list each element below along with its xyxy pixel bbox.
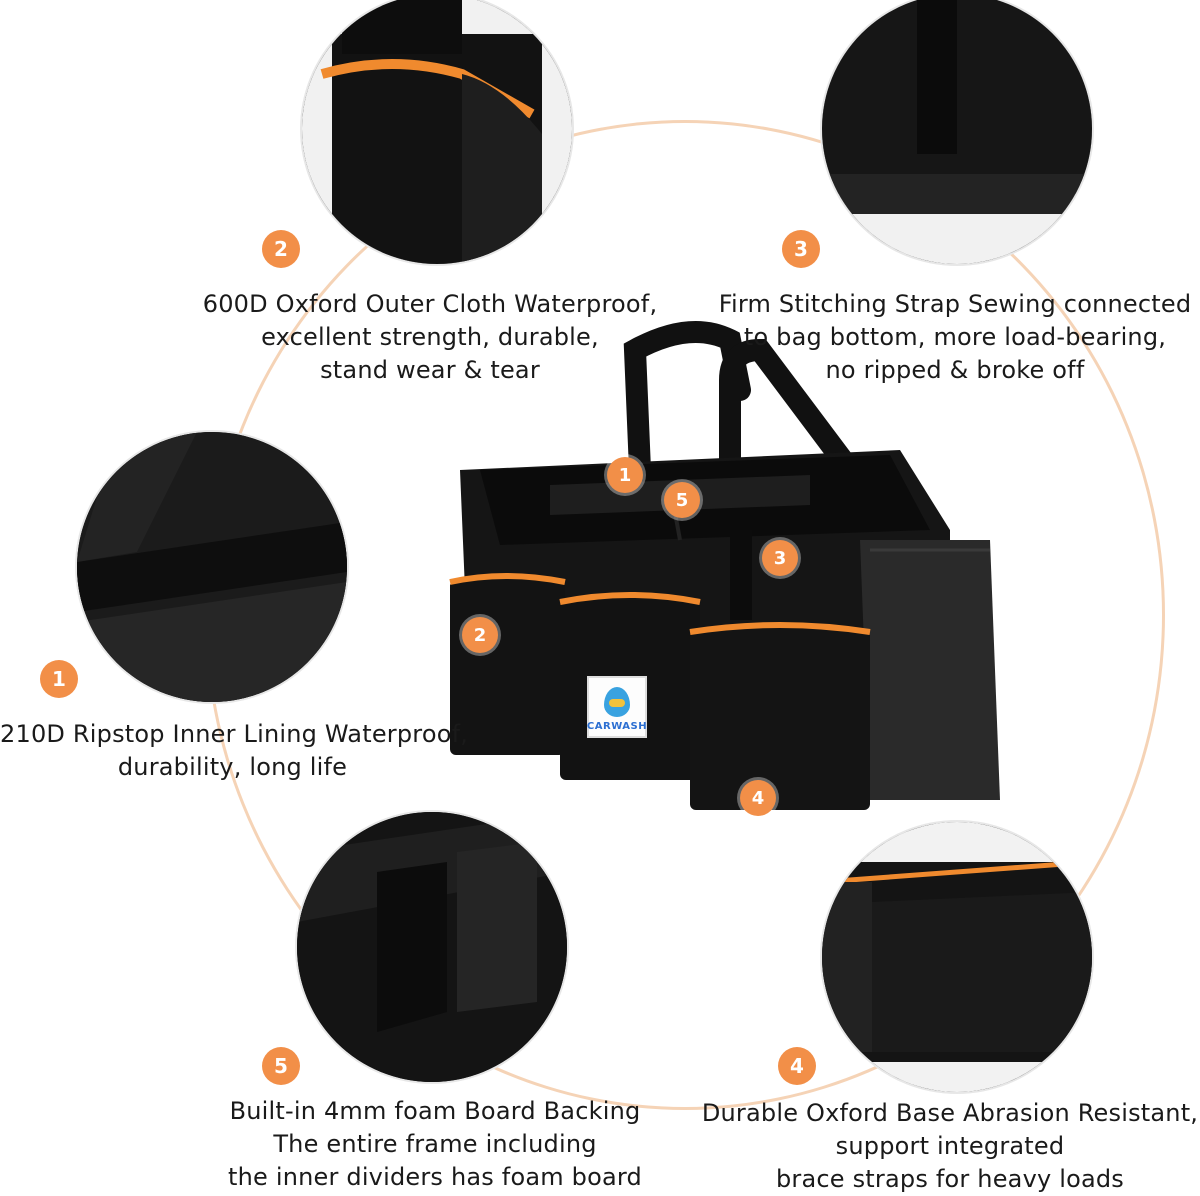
caption-line: durability, long life (117, 753, 348, 781)
caption-line: excellent strength, durable, (261, 323, 599, 351)
feature-badge-4: 4 (778, 1047, 816, 1085)
feature-caption-4: Durable Oxford Base Abrasion Resistant, … (700, 1097, 1200, 1196)
zoom-foam-board (295, 810, 569, 1084)
feature-badge-1: 1 (40, 660, 78, 698)
caption-line: no ripped & broke off (825, 356, 1085, 384)
bag-marker-5: 5 (664, 482, 700, 518)
feature-badge-5: 5 (262, 1047, 300, 1085)
bag-marker-3: 3 (762, 540, 798, 576)
feature-caption-2: 600D Oxford Outer Cloth Waterproof, exce… (195, 288, 665, 387)
stitching-closeup (822, 0, 1092, 264)
carwash-logo-label: CARWASH (587, 676, 647, 738)
water-drop-icon (604, 687, 630, 717)
zoom-stitching (820, 0, 1094, 266)
feature-caption-5: Built-in 4mm foam Board Backing The enti… (200, 1095, 670, 1194)
caption-line: Built-in 4mm foam Board Backing (229, 1097, 641, 1125)
logo-text: CARWASH (586, 721, 648, 732)
outer-cloth-closeup (302, 0, 572, 264)
caption-line: 600D Oxford Outer Cloth Waterproof, (202, 290, 658, 318)
feature-badge-2: 2 (262, 230, 300, 268)
caption-line: brace straps for heavy loads (776, 1165, 1124, 1193)
caption-line: support integrated (835, 1132, 1065, 1160)
caption-line: the inner dividers has foam board (228, 1163, 642, 1191)
caption-line: 210D Ripstop Inner Lining Waterproof, (0, 720, 469, 748)
zoom-inner-lining (75, 430, 349, 704)
bag-marker-1: 1 (607, 457, 643, 493)
caption-line: Firm Stitching Strap Sewing connected (718, 290, 1192, 318)
feature-badge-3: 3 (782, 230, 820, 268)
caption-line: to bag bottom, more load-bearing, (743, 323, 1167, 351)
zoom-outer-cloth (300, 0, 574, 266)
tool-bag-illustration (430, 310, 1010, 830)
zoom-oxford-base (820, 820, 1094, 1094)
foam-board-closeup (297, 812, 567, 1082)
caption-line: Durable Oxford Base Abrasion Resistant, (701, 1099, 1199, 1127)
bag-svg (449, 321, 1000, 810)
feature-caption-1: 210D Ripstop Inner Lining Waterproof, du… (0, 718, 469, 784)
caption-line: The entire frame including (273, 1130, 597, 1158)
caption-line: stand wear & tear (320, 356, 540, 384)
inner-lining-closeup (77, 432, 347, 702)
feature-caption-3: Firm Stitching Strap Sewing connected to… (715, 288, 1195, 387)
oxford-base-closeup (822, 822, 1092, 1092)
bag-marker-2: 2 (462, 617, 498, 653)
bag-marker-4: 4 (740, 780, 776, 816)
